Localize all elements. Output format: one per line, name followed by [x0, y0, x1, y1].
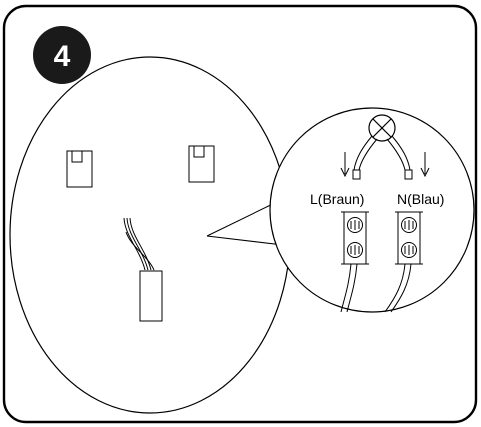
terminal-block-neutral	[395, 211, 423, 265]
mounting-bracket-left	[66, 150, 93, 188]
lamp-leads	[352, 135, 413, 180]
live-wire-label: L(Braun)	[310, 191, 364, 207]
step-number: 4	[54, 40, 71, 73]
step-badge: 4	[33, 26, 91, 84]
mains-wires	[340, 263, 412, 313]
mounting-bracket-right	[188, 145, 215, 183]
terminal-block-live	[341, 211, 369, 265]
ceiling-cable	[123, 217, 155, 271]
detail-zoom-circle	[269, 107, 475, 313]
neutral-wire-label: N(Blau)	[397, 191, 444, 207]
step-badge-circle	[33, 26, 91, 84]
lamp-icon	[368, 114, 396, 142]
arrow-down-icon-left	[340, 152, 350, 178]
ceiling-plate-ellipse	[9, 56, 291, 414]
driver-box	[139, 270, 163, 322]
arrow-down-icon-right	[420, 152, 430, 178]
